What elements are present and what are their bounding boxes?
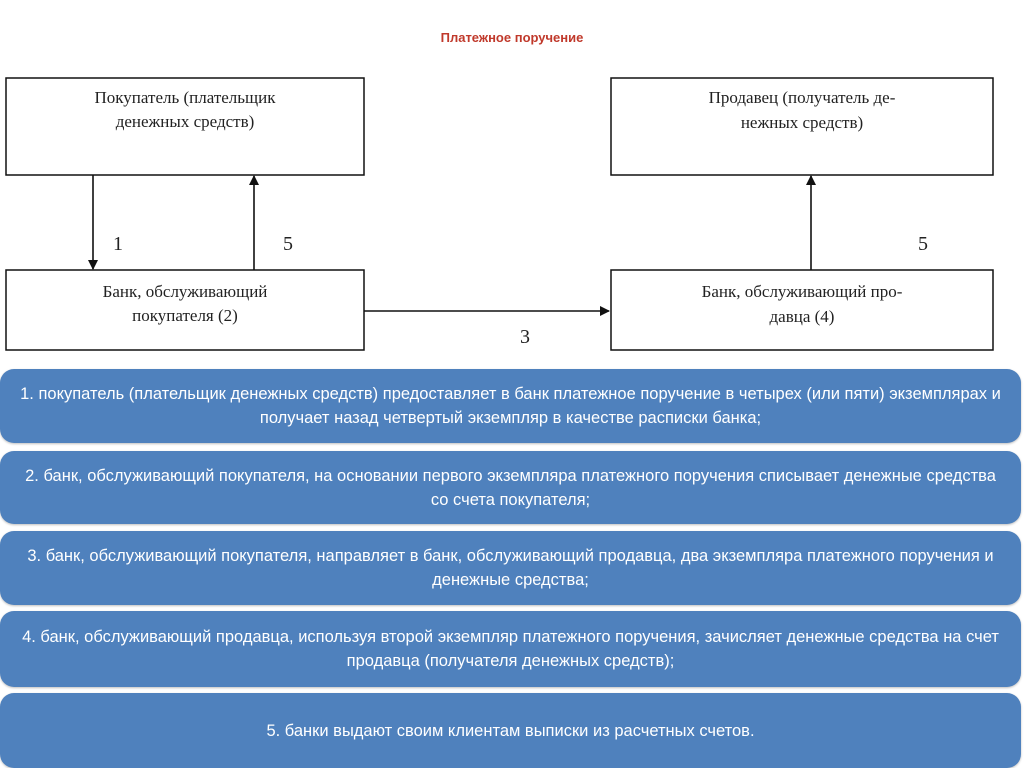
buyer-bank-box-line-2: покупателя (2) <box>132 306 238 325</box>
seller-box-line-1: Продавец (получатель де- <box>709 88 896 107</box>
step-5: 5. банки выдают своим клиентам выписки и… <box>0 693 1021 768</box>
arrow-3-label: 3 <box>520 326 530 348</box>
seller-box: Продавец (получатель де- нежных средств) <box>610 77 994 176</box>
arrow-5-left-label: 5 <box>283 233 293 255</box>
buyer-bank-box: Банк, обслуживающий покупателя (2) <box>5 269 365 351</box>
buyer-box: Покупатель (плательщик денежных средств) <box>5 77 365 176</box>
step-4: 4. банк, обслуживающий продавца, использ… <box>0 611 1021 687</box>
seller-bank-box: Банк, обслуживающий про- давца (4) <box>610 269 994 351</box>
buyer-box-line-1: Покупатель (плательщик <box>95 88 277 107</box>
seller-bank-box-line-1: Банк, обслуживающий про- <box>702 282 903 301</box>
step-3: 3. банк, обслуживающий покупателя, напра… <box>0 531 1021 605</box>
seller-box-line-2: нежных средств) <box>741 113 863 132</box>
payment-flow-diagram: Покупатель (плательщик денежных средств)… <box>5 77 994 351</box>
buyer-bank-box-line-1: Банк, обслуживающий <box>103 282 268 301</box>
seller-bank-box-line-2: давца (4) <box>770 307 835 326</box>
page-title: Платежное поручение <box>440 30 584 45</box>
step-1: 1. покупатель (плательщик денежных средс… <box>0 369 1021 443</box>
step-2: 2. банк, обслуживающий покупателя, на ос… <box>0 451 1021 524</box>
buyer-box-line-2: денежных средств) <box>116 112 255 131</box>
arrow-5-right-label: 5 <box>918 233 928 255</box>
arrow-1-label: 1 <box>113 233 123 255</box>
